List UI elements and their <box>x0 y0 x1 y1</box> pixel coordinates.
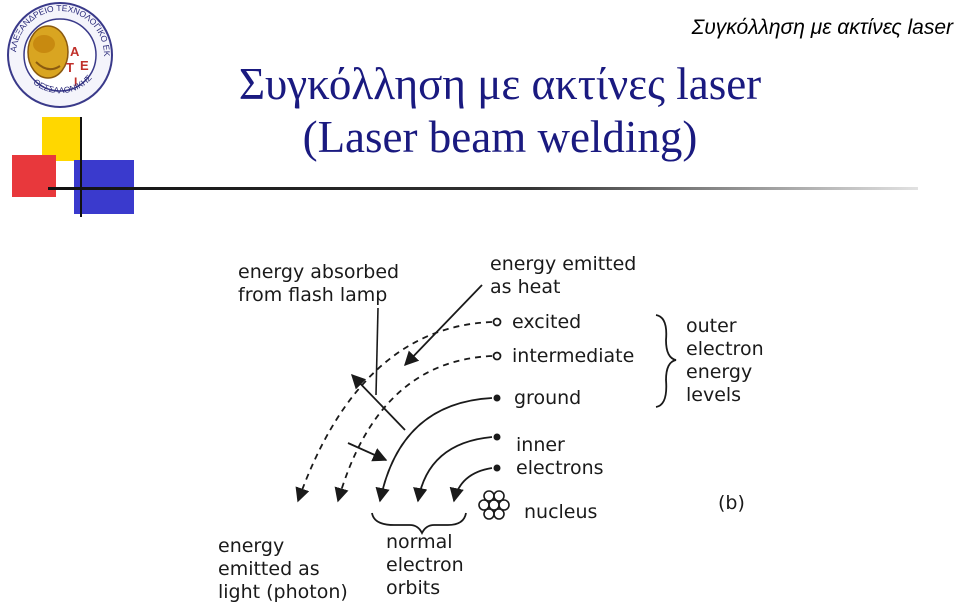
svg-text:Α: Α <box>70 44 80 59</box>
svg-text:Ε: Ε <box>80 58 89 73</box>
label-outer-1: outer <box>686 315 737 337</box>
label-inner-1: inner <box>516 434 565 456</box>
header-corner-title: Συγκόλληση με ακτίνες laser <box>692 16 953 40</box>
label-absorbed-1: energy absorbed <box>238 261 399 283</box>
university-seal-icon: Α Τ Ε Ι ΑΛΕΞΑΝΔΡΕΙΟ ΤΕΧΝΟΛΟΓΙΚΟ ΕΚΠΑΙΔΕΥ… <box>0 0 122 112</box>
deco-square-red <box>12 155 56 197</box>
label-panel-b: (b) <box>718 492 745 514</box>
deco-vertical-line <box>80 117 82 217</box>
label-photon-2: emitted as <box>218 558 320 580</box>
label-outer-2: electron <box>686 338 764 360</box>
label-outer-3: energy <box>686 361 752 383</box>
point-inner-1 <box>494 434 501 441</box>
point-intermediate <box>494 353 501 360</box>
laser-energy-diagram: energy absorbed from flash lamp energy e… <box>200 215 800 611</box>
label-absorbed-2: from flash lamp <box>238 284 387 306</box>
label-orbits-3: orbits <box>386 577 440 599</box>
brace-normal-orbits <box>372 513 466 533</box>
orbit-ground <box>380 398 492 501</box>
label-emitted-heat-1: energy emitted <box>490 253 636 275</box>
point-ground <box>494 395 501 402</box>
label-orbits-1: normal <box>386 531 453 553</box>
orbit-excited <box>298 322 492 501</box>
title-underline <box>48 187 918 190</box>
leader-absorbed <box>376 308 378 395</box>
slide-title-greek: Συγκόλληση με ακτίνες laser <box>170 58 830 111</box>
label-inner-2: electrons <box>516 457 604 479</box>
university-logo: Α Τ Ε Ι ΑΛΕΞΑΝΔΡΕΙΟ ΤΕΧΝΟΛΟΓΙΚΟ ΕΚΠΑΙΔΕΥ… <box>0 0 122 112</box>
nucleus-icon <box>479 491 509 519</box>
label-outer-4: levels <box>686 384 741 406</box>
point-excited <box>494 319 501 326</box>
label-photon-1: energy <box>218 535 284 557</box>
label-orbits-2: electron <box>386 554 464 576</box>
arrow-energy-absorbed <box>352 375 405 430</box>
label-photon-3: light (photon) <box>218 581 348 603</box>
label-ground: ground <box>514 387 581 409</box>
label-emitted-heat-2: as heat <box>490 276 560 298</box>
label-nucleus: nucleus <box>524 501 597 523</box>
slide-title: Συγκόλληση με ακτίνες laser (Laser beam … <box>170 58 830 164</box>
brace-outer-levels <box>656 315 676 407</box>
arrow-energy-heat <box>405 285 482 365</box>
orbit-inner-1 <box>418 437 492 501</box>
slide-title-english: (Laser beam welding) <box>170 111 830 164</box>
label-excited: excited <box>512 311 581 333</box>
point-inner-2 <box>494 465 501 472</box>
label-intermediate: intermediate <box>512 345 634 367</box>
orbit-inner-2 <box>454 468 492 501</box>
svg-text:Τ: Τ <box>66 60 74 75</box>
